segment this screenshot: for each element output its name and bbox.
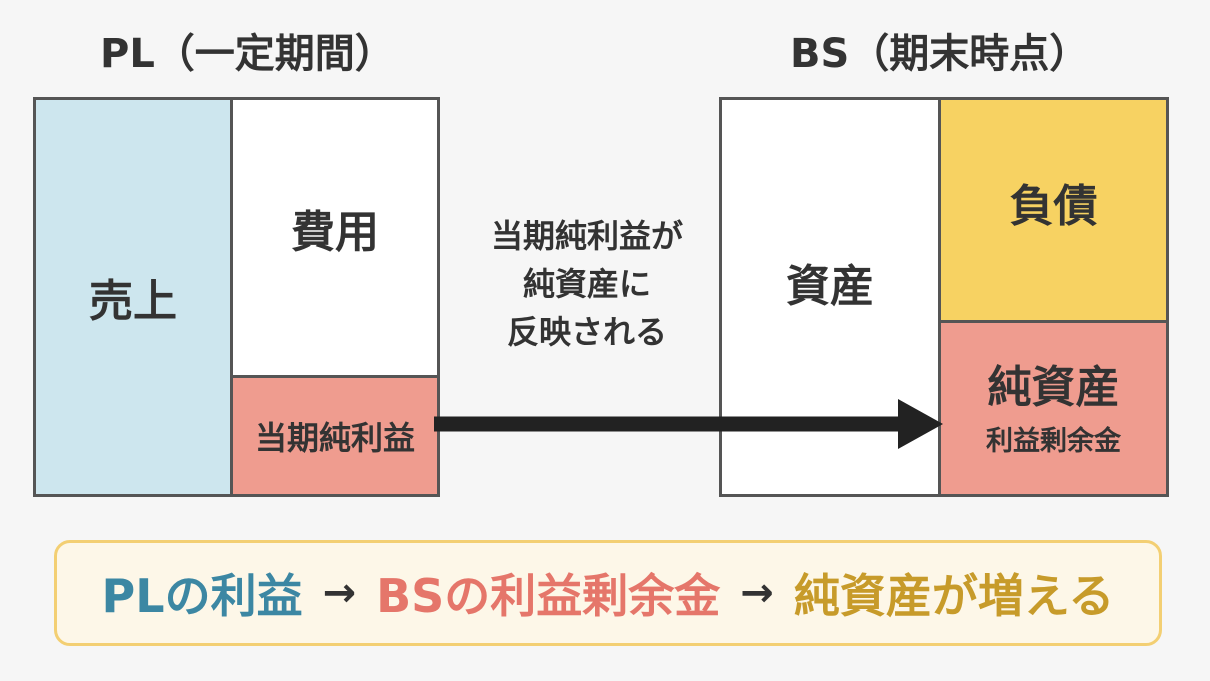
pl-sales-box: 売上 xyxy=(33,97,233,497)
pl-net-income-label: 当期純利益 xyxy=(254,419,415,457)
bs-assets-label: 資産 xyxy=(786,261,874,312)
flow-note-line-3: 反映される xyxy=(506,313,667,351)
bs-liabilities-label: 負債 xyxy=(1009,181,1098,232)
summary-arrow-2: → xyxy=(740,570,774,616)
bs-assets-box: 資産 xyxy=(719,97,941,497)
flow-note: 当期純利益が 純資産に 反映される xyxy=(452,212,722,356)
pl-net-income-box: 当期純利益 xyxy=(230,375,440,497)
flow-note-line-1: 当期純利益が xyxy=(490,217,683,255)
bs-title: BS（期末時点） xyxy=(790,31,1090,77)
summary-arrow-1: → xyxy=(322,570,357,616)
bs-liabilities-box: 負債 xyxy=(938,97,1169,323)
bs-equity-label: 純資産 xyxy=(987,361,1120,413)
summary-bs-retained-earnings: BSの利益剰余金 xyxy=(376,569,721,623)
summary-pl-profit: PLの利益 xyxy=(101,569,303,623)
summary-equity-increase: 純資産が増える xyxy=(793,569,1115,623)
bs-equity-box: 純資産 利益剰余金 xyxy=(938,320,1169,497)
pl-expenses-label: 費用 xyxy=(291,206,379,258)
flow-note-line-2: 純資産に xyxy=(522,265,651,303)
bs-retained-earnings-label: 利益剰余金 xyxy=(986,425,1121,457)
pl-expenses-box: 費用 xyxy=(230,97,440,378)
pl-sales-label: 売上 xyxy=(89,276,177,327)
summary-banner: PLの利益 → BSの利益剰余金 → 純資産が増える xyxy=(54,540,1162,646)
pl-title: PL（一定期間） xyxy=(100,31,395,77)
